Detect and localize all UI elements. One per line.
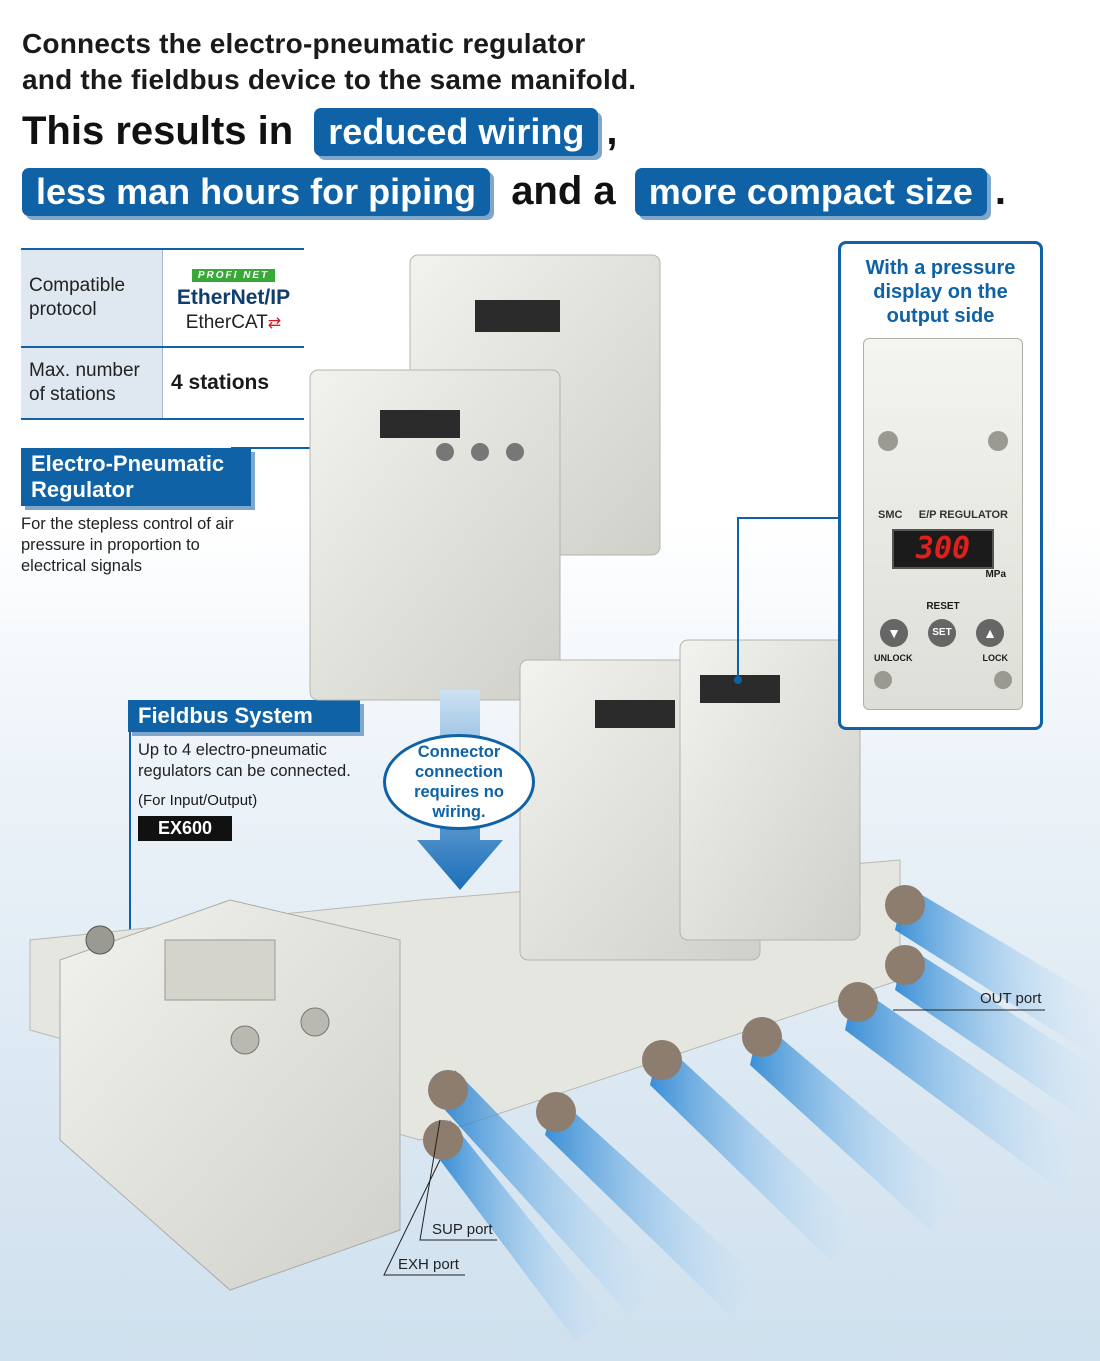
set-button[interactable]: SET: [928, 619, 956, 647]
closeup-screw-icon: [878, 431, 898, 451]
ethercat-arrow-icon: ⇄: [267, 314, 282, 332]
headline-period: .: [994, 169, 1007, 213]
fieldbus-io-note: (For Input/Output): [138, 792, 258, 809]
upper-regulator-front-display: [380, 410, 460, 438]
pressure-callout-title: With a pressure display on the output si…: [865, 257, 1016, 327]
closeup-screw-icon: [994, 671, 1012, 689]
headline-prefix: This results in: [22, 109, 294, 153]
up-button[interactable]: ▲: [976, 619, 1004, 647]
protocol-label: Compatible protocol: [21, 248, 163, 348]
ex600-badge: EX600: [138, 816, 233, 841]
pressure-unit: MPa: [985, 569, 1006, 580]
lower-regulator-left-display: [595, 700, 675, 728]
upper-regulator-button-icon: [506, 443, 524, 461]
lower-regulator-right: [679, 639, 861, 941]
stations-label: Max. number of stations: [21, 346, 163, 420]
headline-result-row1: This results in reduced wiring,: [22, 106, 617, 156]
connector-bubble: Connector connection requires no wiring.: [383, 734, 535, 830]
unlock-label: UNLOCK: [874, 653, 913, 663]
headline-comma: ,: [606, 109, 618, 153]
upper-regulator-back-display: [475, 300, 560, 332]
sup-port-label: SUP port: [432, 1221, 493, 1238]
upper-regulator-button-icon: [471, 443, 489, 461]
lock-label: LOCK: [982, 653, 1009, 663]
fieldbus-tag: Fieldbus System: [128, 700, 360, 732]
exh-port-leader: [383, 1159, 465, 1276]
pressure-display-callout: With a pressure display on the output si…: [838, 241, 1043, 730]
pressure-callout-leader-dot: [734, 676, 742, 684]
pill-more-compact: more compact size: [634, 168, 987, 216]
headline-and-a: and a: [511, 169, 616, 213]
regulator-tag: Electro-Pneumatic Regulator: [21, 448, 251, 506]
protocol-table: Compatible protocol PROFI NET EtherNet/I…: [21, 248, 304, 420]
upper-regulator-front: [309, 369, 561, 701]
smc-brand: SMC: [878, 509, 903, 521]
out-port-streams: [440, 885, 1100, 1340]
ethernetip-logo: EtherNet/IP: [176, 285, 291, 309]
pill-reduced-wiring: reduced wiring: [314, 108, 599, 156]
fieldbus-status-panel: [164, 939, 276, 1001]
pressure-callout-leader: [737, 517, 838, 680]
reset-label: RESET: [926, 601, 960, 612]
protocol-logos: PROFI NET EtherNet/IP EtherCAT⇄: [162, 248, 304, 348]
fieldbus-m12-connector-icon: [85, 925, 115, 955]
fieldbus-unit: [59, 899, 401, 1291]
regulator-closeup: SMC E/P REGULATOR 300 MPa RESET ▼ SET ▲ …: [863, 338, 1023, 710]
closeup-screw-icon: [874, 671, 892, 689]
profinet-logo: PROFI NET: [191, 268, 276, 282]
stations-row: Max. number of stations 4 stations: [21, 346, 304, 420]
out-port-label: OUT port: [980, 990, 1042, 1007]
headline-line1: Connects the electro-pneumatic regulator: [22, 28, 586, 59]
regulator-product-label: E/P REGULATOR: [918, 509, 1008, 521]
headline-intro: Connects the electro-pneumatic regulator…: [22, 26, 636, 98]
regulator-description: For the stepless control of air pressure…: [21, 515, 234, 575]
fieldbus-connector-icon: [300, 1007, 330, 1037]
headline-result-row2: less man hours for piping and a more com…: [22, 166, 1006, 216]
down-button[interactable]: ▼: [880, 619, 908, 647]
port-fittings: [423, 885, 925, 1160]
headline-line2: and the fieldbus device to the same mani…: [22, 64, 637, 95]
fieldbus-connector-icon: [230, 1025, 260, 1055]
exh-port-label: EXH port: [398, 1256, 459, 1273]
protocol-row: Compatible protocol PROFI NET EtherNet/I…: [21, 248, 304, 348]
pill-less-man-hours: less man hours for piping: [22, 168, 491, 216]
pressure-display: 300: [892, 529, 994, 569]
fieldbus-description: Up to 4 electro-pneumatic regulators can…: [138, 741, 351, 780]
sup-port-leader: [419, 1119, 497, 1241]
upper-regulator-button-icon: [436, 443, 454, 461]
stations-value: 4 stations: [162, 346, 304, 420]
closeup-screw-icon: [988, 431, 1008, 451]
closeup-header: SMC E/P REGULATOR: [878, 509, 1008, 521]
ethercat-logo: EtherCAT⇄: [185, 311, 282, 333]
